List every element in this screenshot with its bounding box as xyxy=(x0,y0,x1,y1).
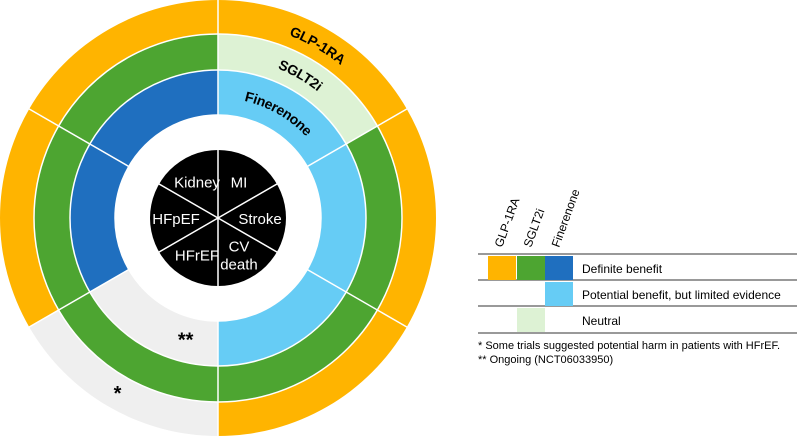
outcome-label-5: Kidney xyxy=(174,175,220,192)
wheel-separator xyxy=(27,217,219,329)
legend-swatch-2-1 xyxy=(517,308,545,332)
marker-finerenone-hfref: ** xyxy=(178,330,194,352)
glp1ra-segment-hfref xyxy=(29,310,218,436)
legend-header-1: SGLT2i xyxy=(521,207,548,249)
sglt2i-segment-hfref xyxy=(58,292,219,402)
outcome-label-0: MI xyxy=(231,175,248,192)
ring-separator xyxy=(69,69,367,367)
legend-header-0: GLP-1RA xyxy=(492,196,523,249)
legend-label-2: Neutral xyxy=(582,314,621,328)
wheel-separator xyxy=(27,107,219,219)
sglt2i-segment-kidney xyxy=(58,34,219,144)
finerenone-segment-stroke xyxy=(307,144,366,292)
footnote-ongoing: ** Ongoing (NCT06033950) xyxy=(478,354,614,366)
glp1ra-segment-cv-death xyxy=(218,310,407,436)
footnote-harm: * Some trials suggested potential harm i… xyxy=(478,340,781,352)
finerenone-segment-hfref xyxy=(89,269,218,366)
glp1ra-segment-stroke xyxy=(377,109,436,327)
sglt2i-segment-hfpef xyxy=(34,126,90,310)
legend-label-0: Definite benefit xyxy=(582,262,663,276)
legend-swatch-0-1 xyxy=(517,256,545,280)
wheel-segments xyxy=(0,0,436,436)
legend-label-1: Potential benefit, but limited evidence xyxy=(582,288,781,302)
legend-swatch-0-2 xyxy=(545,256,573,280)
legend-header-2: Finerenone xyxy=(549,187,583,249)
outcome-label-1: Stroke xyxy=(238,211,281,228)
glp1ra-segment-hfpef xyxy=(0,109,59,327)
marker-glp1ra-hfref: * xyxy=(114,383,122,405)
finerenone-segment-hfpef xyxy=(69,144,129,292)
glp1ra-segment-mi xyxy=(218,0,407,126)
finerenone-segment-kidney xyxy=(89,70,218,167)
sglt2i-segment-mi xyxy=(218,34,378,144)
legend-swatch-0-0 xyxy=(488,256,516,280)
outcome-label-3: HFrEF xyxy=(175,247,219,264)
outcome-label-4: HFpEF xyxy=(152,211,200,228)
legend-swatch-1-2 xyxy=(545,282,573,306)
finerenone-segment-cv-death xyxy=(218,269,347,366)
wheel-separators xyxy=(27,0,409,436)
ring-separator xyxy=(114,114,322,322)
sglt2i-segment-stroke xyxy=(346,126,402,310)
wheel-separator xyxy=(217,107,409,219)
sglt2i-segment-cv-death xyxy=(218,292,378,403)
wheel-separator xyxy=(217,217,409,329)
ring-separator xyxy=(33,33,403,403)
glp1ra-segment-kidney xyxy=(29,0,218,126)
finerenone-segment-mi xyxy=(218,70,347,167)
